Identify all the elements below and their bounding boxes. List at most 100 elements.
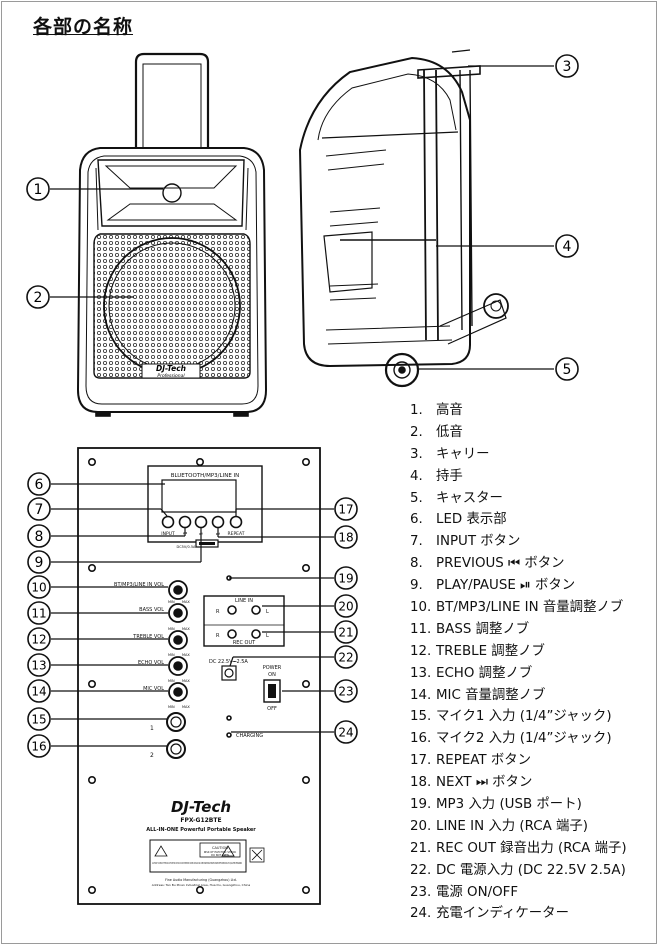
list-item: 8.PREVIOUS ⏮ ボタン xyxy=(410,556,565,572)
knob-min-label: MIN xyxy=(168,679,175,683)
knob-label-line-in-vol: BT/MP3/LINE IN VOL xyxy=(114,582,164,588)
knob-label-mic: MIC VOL xyxy=(143,686,164,692)
svg-text:17: 17 xyxy=(338,503,353,517)
knob-label-bass: BASS VOL xyxy=(139,607,164,613)
svg-text:14: 14 xyxy=(31,685,46,699)
caution-text: CAUTION: TO REDUCE THE RISK OF ELECTRIC … xyxy=(152,861,242,865)
knob-min-label: MIN xyxy=(168,627,175,631)
knob-max-label: MAX xyxy=(182,600,190,604)
control-panel xyxy=(77,447,321,905)
usb-label: DC5V/0.5A xyxy=(177,545,197,549)
list-item: 24.充電インディケーター xyxy=(410,906,569,922)
list-item: 3.キャリー xyxy=(410,446,490,462)
rca-l-label: L xyxy=(266,633,269,639)
power-on-label: ON xyxy=(268,672,276,678)
callout-2: 2 xyxy=(26,285,50,309)
list-item: 15.マイク1 入力 (1/4”ジャック) xyxy=(410,709,612,725)
svg-text:12: 12 xyxy=(31,633,46,647)
svg-text:23: 23 xyxy=(338,685,353,699)
callout-16: 16 xyxy=(27,734,51,758)
list-item: 18.NEXT ⏭ ボタン xyxy=(410,775,533,791)
svg-text:24: 24 xyxy=(338,726,353,740)
knob-max-label: MAX xyxy=(182,627,190,631)
list-item: 22.DC 電源入力 (DC 22.5V 2.5A) xyxy=(410,862,626,878)
speaker-badge-sub: Professional xyxy=(157,373,185,379)
svg-text:10: 10 xyxy=(31,581,46,595)
callout-9: 9 xyxy=(27,550,51,574)
svg-text:18: 18 xyxy=(338,531,353,545)
dc-input-label: DC 22.5V⎓2.5A xyxy=(209,659,248,665)
caution-line: DO NOT OPEN xyxy=(211,853,229,857)
svg-text:3: 3 xyxy=(563,59,572,75)
svg-text:20: 20 xyxy=(338,600,353,614)
display-label: BLUETOOTH/MP3/LINE IN xyxy=(171,473,240,479)
callout-24: 24 xyxy=(334,720,358,744)
list-item: 1.高音 xyxy=(410,403,463,418)
list-item: 6.LED 表示部 xyxy=(410,512,507,528)
charging-label: CHARGING xyxy=(236,733,263,739)
knob-max-label: MAX xyxy=(182,679,190,683)
callouts: 1 2 3 4 5 6 7 8 9 10 11 12 13 14 15 16 1… xyxy=(26,54,579,758)
svg-text:1: 1 xyxy=(34,182,43,198)
knob-min-label: MIN xyxy=(168,705,175,709)
parts-list: 1.高音 2.低音 3.キャリー 4.持手 5.キャスター 6.LED 表示部 … xyxy=(410,400,627,925)
page-title: 各部の名称 xyxy=(33,16,134,38)
list-item: 23.電源 ON/OFF xyxy=(410,884,519,900)
input-button-label: INPUT xyxy=(161,531,175,537)
svg-text:21: 21 xyxy=(338,626,353,640)
address-label: Address: Tan Bu Pinan Industrial Area, H… xyxy=(152,883,251,887)
callout-7: 7 xyxy=(27,497,51,521)
svg-text:9: 9 xyxy=(35,555,44,571)
power-label: POWER xyxy=(263,665,282,671)
callout-4: 4 xyxy=(555,234,579,258)
svg-text:22: 22 xyxy=(338,651,353,665)
mic1-label: 1 xyxy=(150,725,154,732)
caution-title: CAUTION xyxy=(212,846,228,850)
rec-out-label: REC OUT xyxy=(233,640,256,646)
list-item: 13.ECHO 調整ノブ xyxy=(410,665,533,681)
list-item: 14.MIC 音量調整ノブ xyxy=(410,687,546,703)
callout-11: 11 xyxy=(27,601,51,625)
callout-5: 5 xyxy=(555,357,579,381)
speaker-front xyxy=(76,52,268,417)
callout-3: 3 xyxy=(555,54,579,78)
svg-text:7: 7 xyxy=(35,502,44,518)
callout-19: 19 xyxy=(334,566,358,590)
line-in-label: LINE IN xyxy=(235,598,253,604)
speaker-side xyxy=(298,49,509,388)
callout-13: 13 xyxy=(27,653,51,677)
callout-23: 23 xyxy=(334,679,358,703)
svg-text:2: 2 xyxy=(34,290,43,306)
callout-10: 10 xyxy=(27,575,51,599)
power-off-label: OFF xyxy=(267,706,277,712)
list-item: 19.MP3 入力 (USB ポート) xyxy=(410,797,582,813)
svg-text:13: 13 xyxy=(31,659,46,673)
svg-text:8: 8 xyxy=(35,529,44,545)
repeat-button-label: REPEAT xyxy=(227,531,244,537)
svg-text:11: 11 xyxy=(31,607,46,621)
callout-12: 12 xyxy=(27,627,51,651)
list-item: 5.キャスター xyxy=(410,490,503,506)
panel-model: FPX-G12BTE xyxy=(180,817,221,824)
knob-label-treble: TREBLE VOL xyxy=(132,634,164,640)
speaker-badge-brand: DJ-Tech xyxy=(156,364,186,373)
callout-1: 1 xyxy=(26,177,50,201)
svg-text:19: 19 xyxy=(338,572,353,586)
maker-label: Fine Audio Manufacturing (Guangzhou) Ltd… xyxy=(165,878,237,882)
list-item: 2.低音 xyxy=(410,424,463,440)
list-item: 20.LINE IN 入力 (RCA 端子) xyxy=(410,818,589,834)
list-item: 10.BT/MP3/LINE IN 音量調整ノブ xyxy=(410,600,624,616)
list-item: 16.マイク2 入力 (1/4”ジャック) xyxy=(410,731,612,747)
panel-brand: DJ-Tech xyxy=(171,798,231,816)
svg-text:15: 15 xyxy=(31,713,46,727)
knob-label-echo: ECHO VOL xyxy=(138,660,164,666)
callout-15: 15 xyxy=(27,707,51,731)
callout-6: 6 xyxy=(27,472,51,496)
caution-line: RISK OF ELECTRIC SHOCK xyxy=(204,850,237,854)
list-item: 7.INPUT ボタン xyxy=(410,534,521,550)
list-item: 9.PLAY/PAUSE ⏯ ボタン xyxy=(410,578,576,594)
callout-8: 8 xyxy=(27,524,51,548)
svg-text:16: 16 xyxy=(31,740,46,754)
